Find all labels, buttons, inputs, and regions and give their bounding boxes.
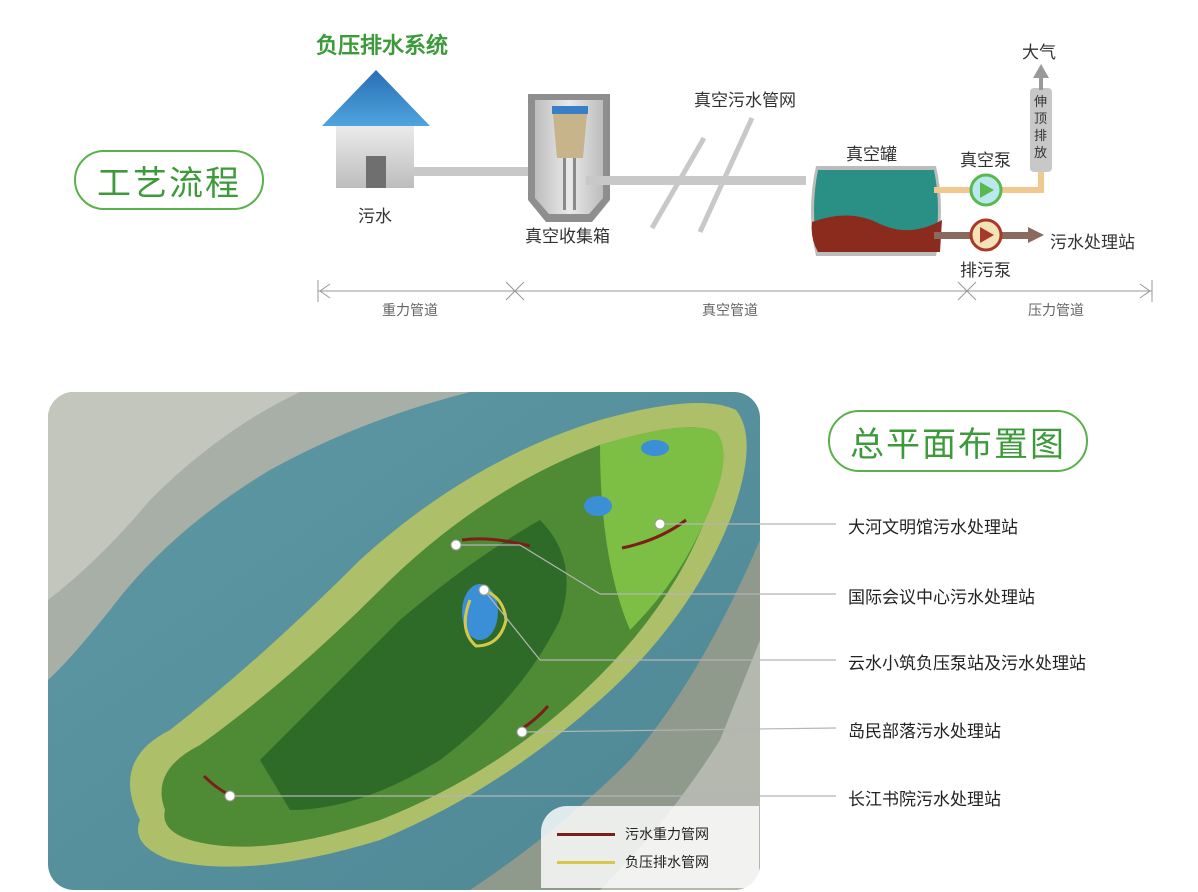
drain-pipe bbox=[1000, 232, 1030, 239]
drain-pump-icon bbox=[969, 218, 1003, 252]
legend-swatch bbox=[557, 832, 615, 836]
station-label-4: 岛民部落污水处理站 bbox=[848, 722, 1001, 742]
pipe-break-mark bbox=[697, 116, 755, 234]
segment-vacuum: 真空管道 bbox=[702, 303, 758, 319]
station-label-2: 国际会议中心污水处理站 bbox=[848, 588, 1035, 608]
segment-gravity: 重力管道 bbox=[382, 303, 438, 319]
vacuum-pipe bbox=[586, 176, 806, 185]
system-title: 负压排水系统 bbox=[316, 34, 449, 59]
vent-box bbox=[1030, 88, 1052, 172]
legend-item-vacuum: 负压排水管网 bbox=[557, 852, 709, 872]
air-pipe bbox=[934, 187, 974, 193]
vent-label: 伸顶排放 bbox=[1034, 95, 1048, 161]
station-label-1: 大河文明馆污水处理站 bbox=[848, 518, 1018, 538]
legend-label: 负压排水管网 bbox=[625, 855, 709, 871]
leader-lines bbox=[230, 523, 837, 797]
legend-item-gravity: 污水重力管网 bbox=[557, 824, 709, 844]
station-label-5: 长江书院污水处理站 bbox=[848, 790, 1001, 810]
vent-arrow-icon bbox=[1033, 64, 1049, 78]
plan-badge: 总平面布置图 bbox=[828, 410, 1088, 472]
network-label: 真空污水管网 bbox=[694, 91, 796, 111]
process-flow-diagram bbox=[317, 64, 1153, 302]
vacuum-pump-icon bbox=[969, 173, 1003, 207]
outflow-arrow-icon bbox=[1028, 227, 1044, 243]
vacuum-pump-label: 真空泵 bbox=[960, 151, 1011, 171]
station-label-3: 云水小筑负压泵站及污水处理站 bbox=[848, 654, 1086, 674]
legend-label: 污水重力管网 bbox=[625, 827, 709, 843]
vacuum-tank-icon bbox=[811, 166, 942, 256]
pipe-break-mark bbox=[649, 136, 707, 230]
gravity-pipe bbox=[414, 167, 544, 176]
atmosphere-label: 大气 bbox=[1022, 43, 1056, 63]
pipe-segment-dimension bbox=[317, 280, 1153, 302]
segment-pressure: 压力管道 bbox=[1028, 303, 1084, 319]
map-legend: 污水重力管网 负压排水管网 bbox=[541, 806, 759, 888]
process-badge: 工艺流程 bbox=[74, 150, 264, 210]
drain-pump-label: 排污泵 bbox=[960, 261, 1011, 281]
drain-pipe bbox=[934, 232, 974, 239]
house-icon bbox=[322, 70, 430, 188]
tank-label: 真空罐 bbox=[846, 145, 897, 165]
air-pipe bbox=[1000, 187, 1044, 193]
house-label: 污水 bbox=[358, 207, 392, 227]
collector-box-icon bbox=[528, 94, 610, 222]
collector-label: 真空收集箱 bbox=[525, 227, 610, 247]
station-label: 污水处理站 bbox=[1050, 233, 1135, 253]
legend-swatch bbox=[557, 860, 615, 864]
station-markers bbox=[224, 518, 666, 802]
